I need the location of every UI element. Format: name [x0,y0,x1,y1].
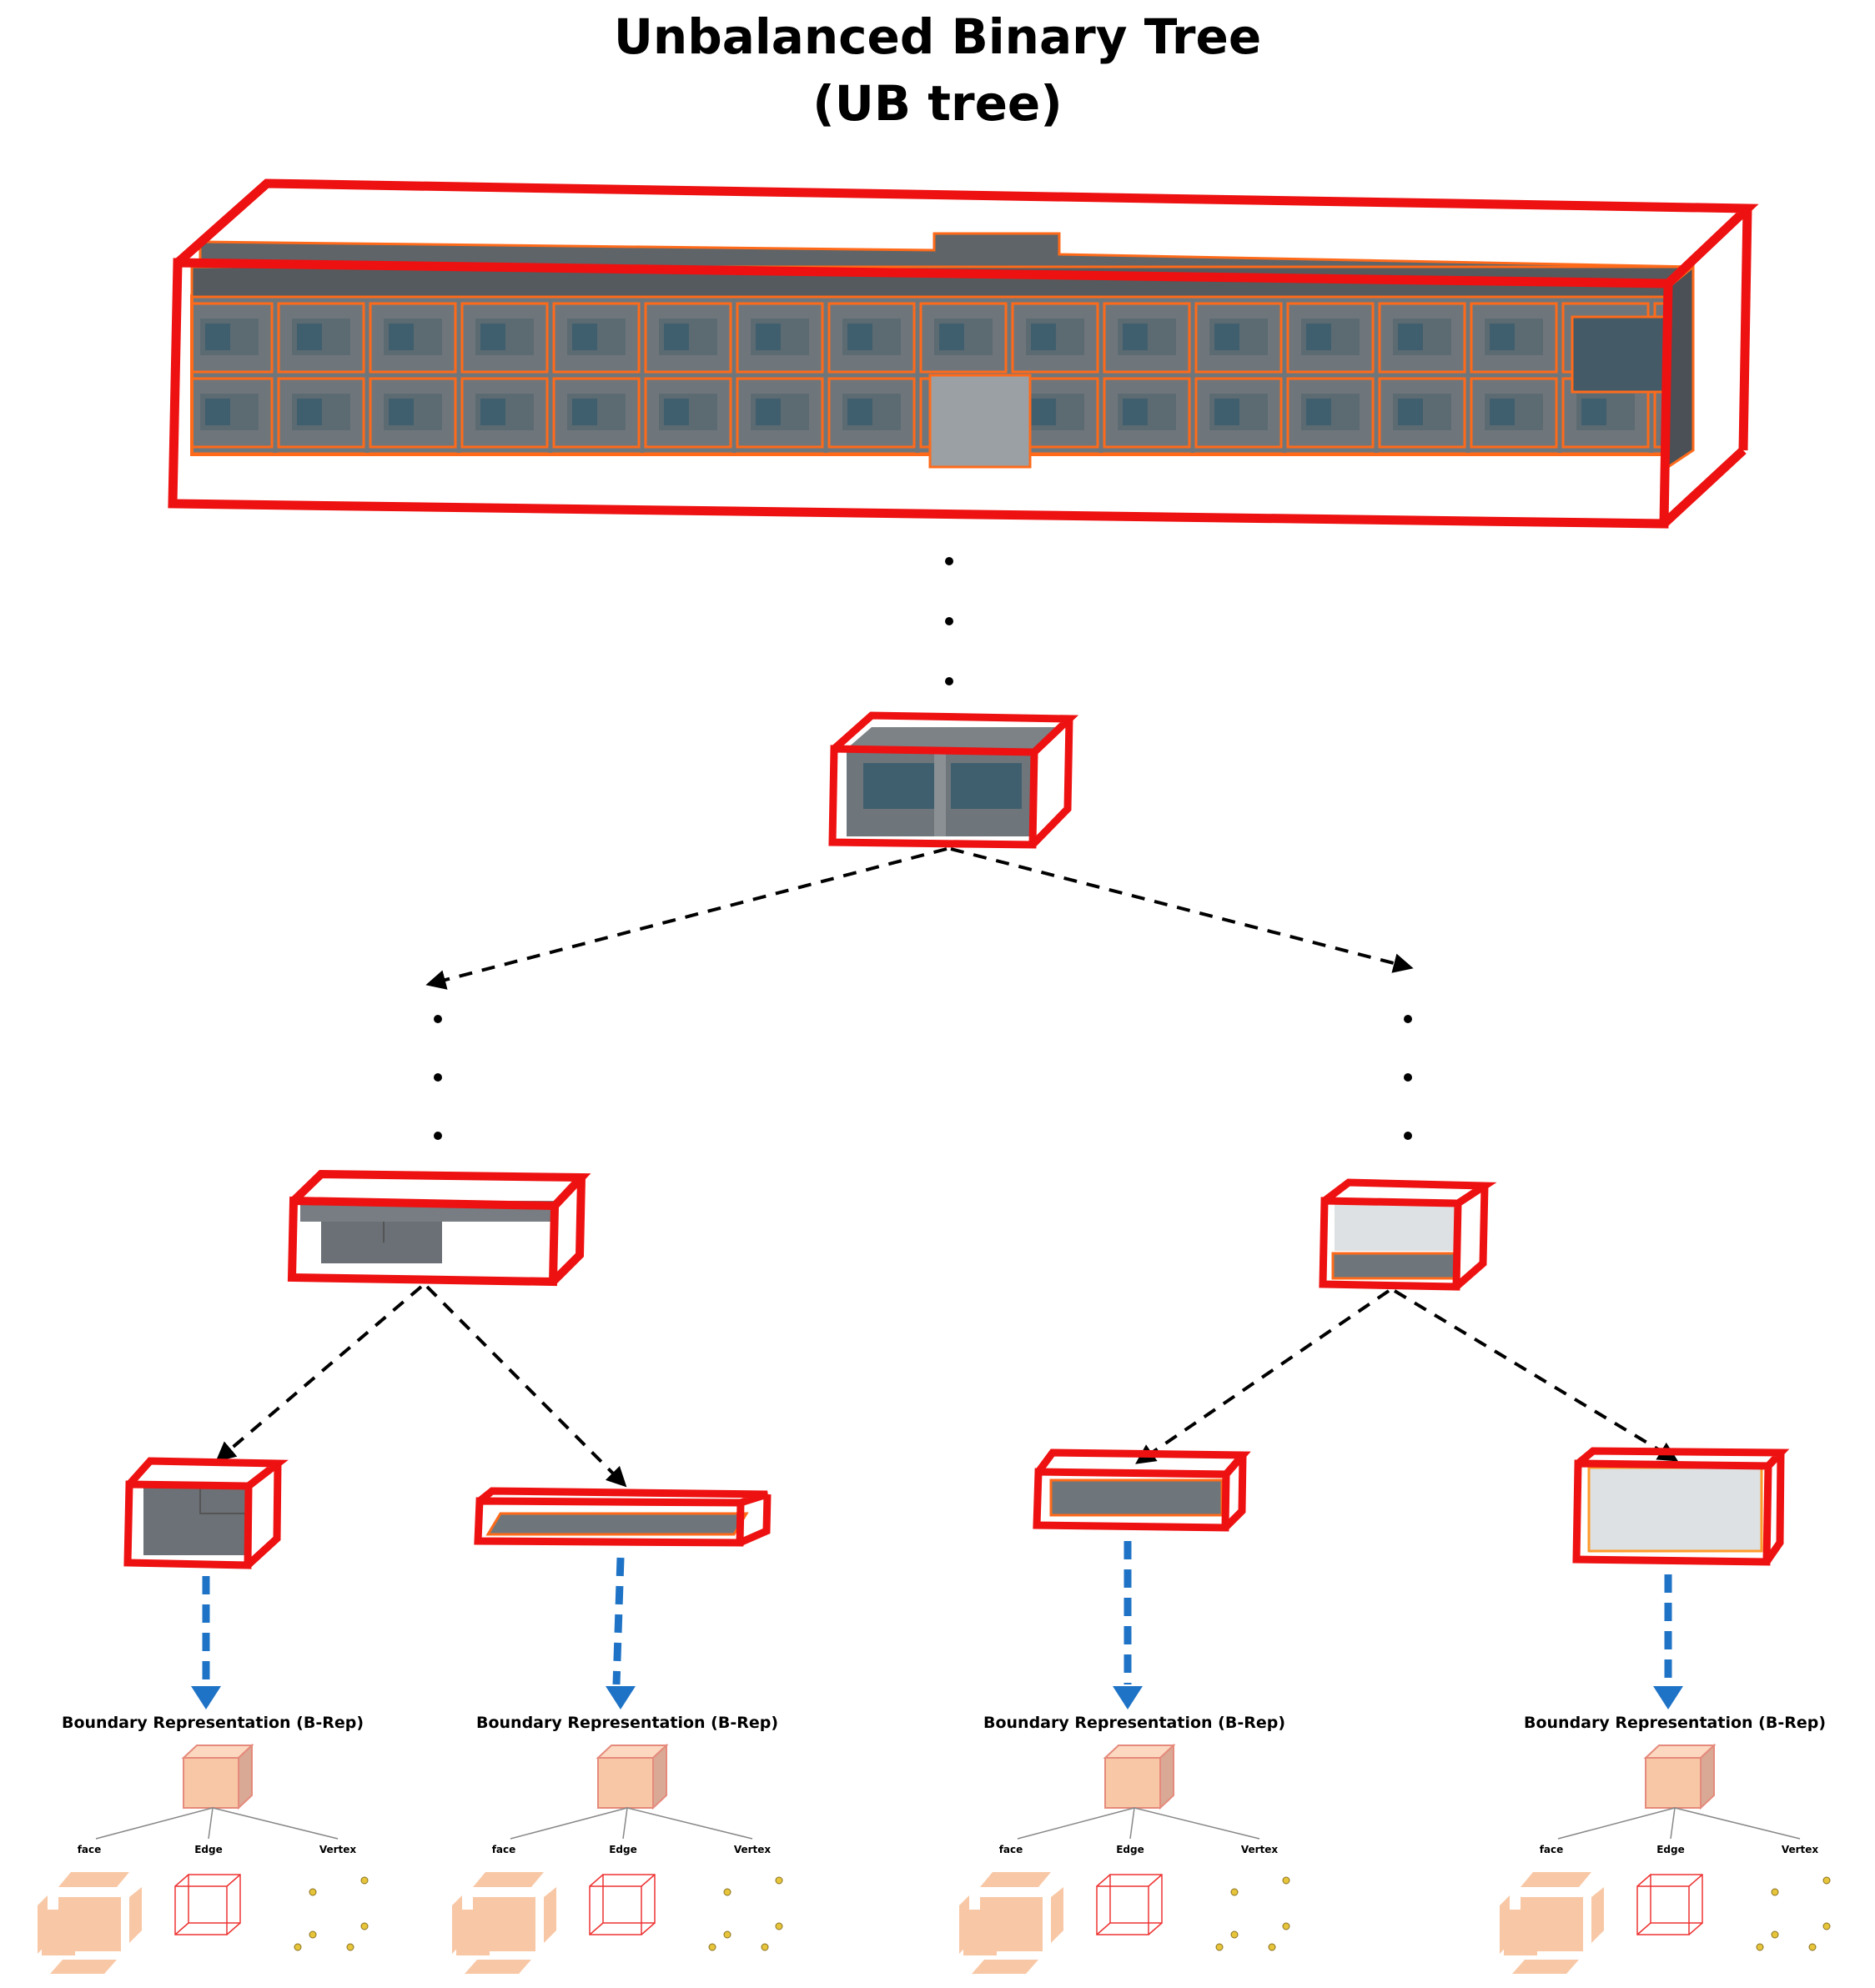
ellipsis-left [434,1015,442,1140]
brep-vertex-label: Vertex [319,1844,357,1855]
leaf-node-2 [474,1487,772,1547]
brep-arrow-head [1653,1686,1683,1709]
node-level2-right [1319,1178,1497,1291]
node-level2-right-bbox [1319,1178,1497,1291]
diagram-title-line1: Unbalanced Binary Tree [613,8,1262,65]
vertex-points-icon [708,1876,783,1951]
face-icon [959,1872,1063,1974]
brep-branch-line [1557,1807,1676,1840]
leaf-node-4 [1572,1447,1790,1566]
node-level2-left-model [300,1201,559,1263]
edge-wireframe-icon [174,1874,241,1935]
ellipsis-root [945,557,953,685]
edges-level2 [215,1285,1679,1488]
brep-vertex-label: Vertex [1782,1844,1819,1855]
vertex-points-icon [1756,1876,1831,1951]
edges-level1 [425,847,1414,990]
node-level1-bbox [828,711,1079,849]
node-level2-left [287,1169,591,1287]
root-bounding-box [168,178,1759,529]
brep-branch-line [1017,1807,1135,1840]
brep-arrow-head [1113,1686,1143,1709]
brep-heading: Boundary Representation (B-Rep) [476,1714,778,1732]
cube-icon [1643,1743,1717,1810]
brep-branch-line [1674,1807,1801,1840]
brep-face-label: face [999,1844,1023,1855]
brep-edge-label: Edge [194,1844,223,1855]
brep-heading: Boundary Representation (B-Rep) [62,1714,364,1732]
brep-arrow-head [191,1686,221,1709]
brep-face-label: face [1540,1844,1564,1855]
leaf-node-1 [123,1457,289,1569]
brep-heading: Boundary Representation (B-Rep) [983,1714,1285,1732]
brep-edge-label: Edge [1116,1844,1144,1855]
brep-group: Boundary Representation (B-Rep) face Edge V… [38,1714,369,1974]
brep-face-label: face [492,1844,516,1855]
node-level2-left-bbox [287,1169,591,1287]
brep-branch-line [622,1807,628,1840]
node-level1 [828,711,1079,849]
brep-groups: Boundary Representation (B-Rep) face Edge V… [38,1714,1831,1974]
face-icon [1500,1872,1604,1974]
brep-branch-line [510,1807,628,1840]
edge-wireframe-icon [1636,1874,1703,1935]
cube-icon [1103,1743,1176,1810]
brep-edge-label: Edge [609,1844,637,1855]
cube-icon [181,1743,254,1810]
cube-icon [596,1743,669,1810]
brep-arrow-line [612,1557,625,1685]
brep-arrow-head [606,1686,636,1709]
node-level1-model [847,727,1059,836]
edge-wireframe-icon [1096,1874,1163,1935]
brep-heading: Boundary Representation (B-Rep) [1524,1714,1826,1732]
brep-branch-line [1129,1807,1135,1840]
brep-branch-line [95,1807,214,1840]
brep-group: Boundary Representation (B-Rep) face Edge V… [1500,1714,1831,1974]
brep-branch-line [626,1807,753,1840]
leaf-node-3 [1033,1448,1251,1532]
vertex-points-icon [1215,1876,1290,1951]
face-icon [452,1872,556,1974]
face-icon [38,1872,142,1974]
brep-face-label: face [78,1844,102,1855]
brep-vertex-label: Vertex [1241,1844,1279,1855]
brep-branch-line [1134,1807,1260,1840]
edge-wireframe-icon [589,1874,656,1935]
node-level2-right-model [1331,1201,1460,1280]
root-node-building [168,178,1759,529]
ellipsis-right [1404,1015,1412,1140]
brep-group: Boundary Representation (B-Rep) face Edge V… [452,1714,783,1974]
brep-branch-line [208,1807,214,1840]
brep-branch-line [1670,1807,1676,1840]
brep-edge-label: Edge [1656,1844,1685,1855]
vertex-points-icon [294,1876,369,1951]
brep-vertex-label: Vertex [734,1844,772,1855]
diagram-title-line2: (UB tree) [812,75,1063,132]
edges-brep [191,1541,1683,1709]
brep-branch-line [212,1807,339,1840]
brep-group: Boundary Representation (B-Rep) face Edge V… [959,1714,1290,1974]
